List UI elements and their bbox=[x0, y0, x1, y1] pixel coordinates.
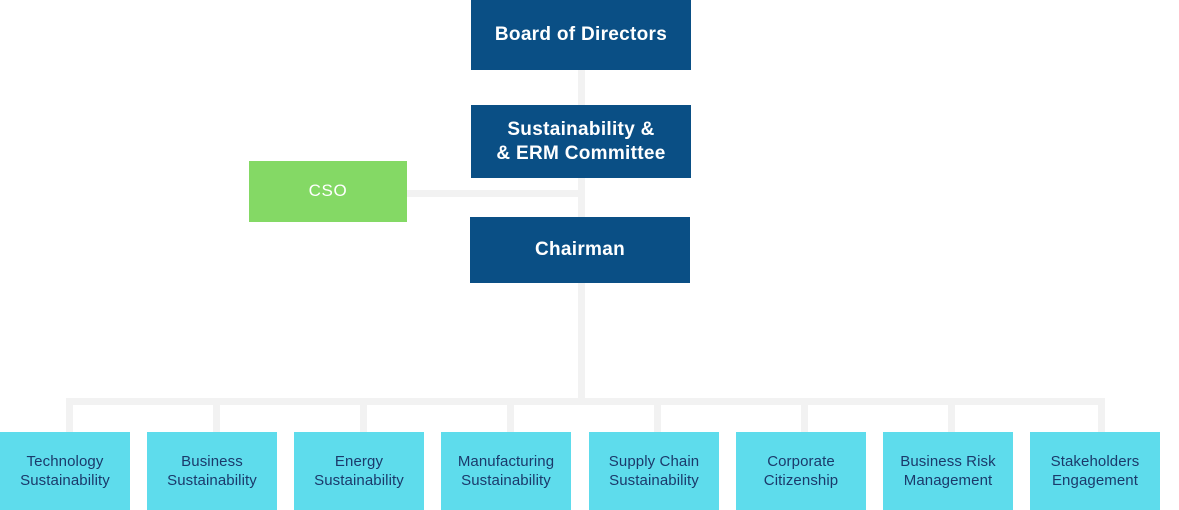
node-board-of-directors[interactable]: Board of Directors bbox=[471, 0, 691, 70]
node-unit-label: Technology Sustainability bbox=[20, 452, 110, 490]
connector-drop-unit-2 bbox=[213, 398, 220, 434]
node-unit-energy-sustainability[interactable]: Energy Sustainability bbox=[294, 432, 424, 510]
connector-drop-unit-6 bbox=[801, 398, 808, 434]
node-sustainability-erm-committee-label: Sustainability & & ERM Committee bbox=[496, 119, 666, 164]
connector-board-to-committee bbox=[578, 70, 585, 106]
node-unit-technology-sustainability[interactable]: Technology Sustainability bbox=[0, 432, 130, 510]
connector-drop-unit-4 bbox=[507, 398, 514, 434]
node-unit-manufacturing-sustainability[interactable]: Manufacturing Sustainability bbox=[441, 432, 571, 510]
connector-drop-unit-3 bbox=[360, 398, 367, 434]
connector-drop-unit-1 bbox=[66, 398, 73, 434]
connector-chairman-to-units bbox=[578, 283, 585, 398]
node-board-of-directors-label: Board of Directors bbox=[494, 24, 668, 46]
node-unit-supply-chain-sustainability[interactable]: Supply Chain Sustainability bbox=[589, 432, 719, 510]
node-unit-business-risk-management[interactable]: Business Risk Management bbox=[883, 432, 1013, 510]
node-unit-corporate-citizenship[interactable]: Corporate Citizenship bbox=[736, 432, 866, 510]
node-unit-stakeholders-engagement[interactable]: Stakeholders Engagement bbox=[1030, 432, 1160, 510]
node-unit-label: Energy Sustainability bbox=[314, 452, 404, 490]
node-chairman[interactable]: Chairman bbox=[470, 217, 690, 283]
node-unit-label: Business Sustainability bbox=[167, 452, 257, 490]
node-chairman-label: Chairman bbox=[534, 239, 626, 261]
node-unit-label: Corporate Citizenship bbox=[763, 452, 839, 490]
node-sustainability-erm-committee[interactable]: Sustainability & & ERM Committee bbox=[471, 105, 691, 178]
node-unit-business-sustainability[interactable]: Business Sustainability bbox=[147, 432, 277, 510]
connector-drop-unit-5 bbox=[654, 398, 661, 434]
node-cso[interactable]: CSO bbox=[249, 161, 407, 222]
node-unit-label: Supply Chain Sustainability bbox=[608, 452, 700, 490]
node-unit-label: Stakeholders Engagement bbox=[1050, 452, 1140, 490]
connector-drop-unit-8 bbox=[1098, 398, 1105, 434]
node-unit-label: Manufacturing Sustainability bbox=[457, 452, 555, 490]
connector-drop-unit-7 bbox=[948, 398, 955, 434]
connector-cso-to-trunk bbox=[407, 190, 585, 197]
node-cso-label: CSO bbox=[308, 181, 348, 201]
connector-committee-to-chairman bbox=[578, 178, 585, 218]
node-unit-label: Business Risk Management bbox=[900, 452, 996, 490]
connector-distribution-bar bbox=[66, 398, 1105, 405]
